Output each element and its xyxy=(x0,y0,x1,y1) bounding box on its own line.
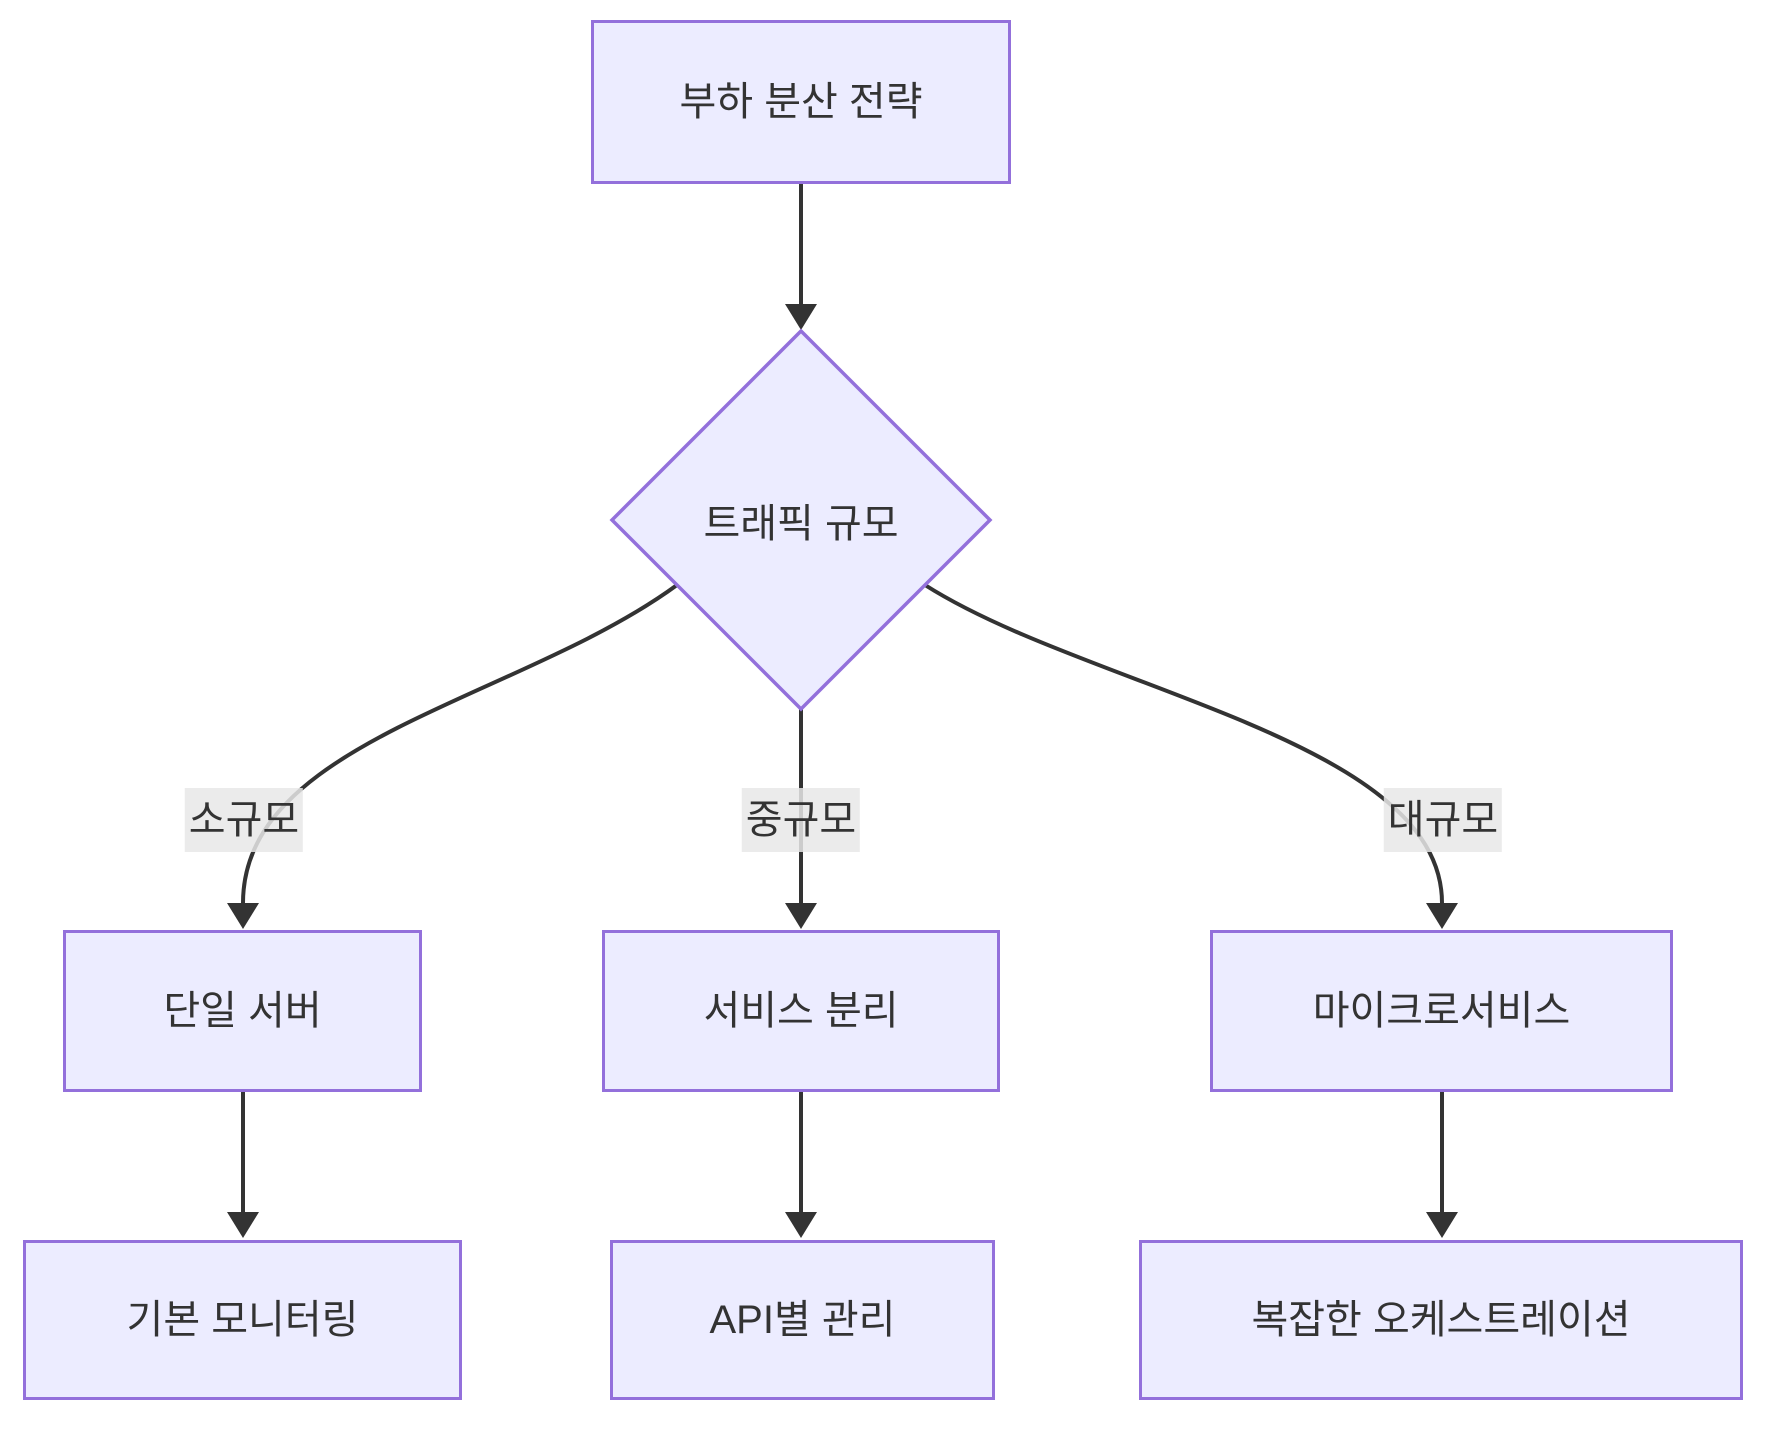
node-service-split: 서비스 분리 xyxy=(602,930,1000,1092)
node-complex-orchestration-label: 복잡한 오케스트레이션 xyxy=(1251,1298,1631,1342)
edge-decision-to-single-server xyxy=(241,583,679,904)
node-api-management: API별 관리 xyxy=(610,1240,995,1400)
arrowhead-decision-to-single-server xyxy=(227,903,259,929)
arrowhead-decision-to-microservices xyxy=(1426,903,1458,929)
node-basic-monitoring: 기본 모니터링 xyxy=(23,1240,462,1400)
node-root: 부하 분산 전략 xyxy=(591,20,1011,184)
node-microservices: 마이크로서비스 xyxy=(1210,930,1673,1092)
arrowhead-decision-to-service-split xyxy=(785,903,817,929)
node-decision-label: 트래픽 규모 xyxy=(703,502,899,546)
arrowhead-microservices-to-complex-orchestration xyxy=(1426,1212,1458,1238)
node-complex-orchestration: 복잡한 오케스트레이션 xyxy=(1139,1240,1743,1400)
node-microservices-label: 마이크로서비스 xyxy=(1312,989,1571,1033)
edge-label-medium: 중규모 xyxy=(741,788,861,852)
edge-label-large: 대규모 xyxy=(1383,788,1503,852)
node-single-server: 단일 서버 xyxy=(63,930,422,1092)
edge-label-small: 소규모 xyxy=(184,788,304,852)
node-decision-shape xyxy=(609,328,993,712)
arrowhead-root-to-decision xyxy=(785,304,817,330)
edge-decision-to-microservices xyxy=(923,583,1444,904)
arrowhead-service-split-to-api-management xyxy=(785,1212,817,1238)
node-api-management-label: API별 관리 xyxy=(709,1298,896,1342)
node-basic-monitoring-label: 기본 모니터링 xyxy=(126,1298,359,1342)
node-service-split-label: 서비스 분리 xyxy=(703,989,899,1033)
node-single-server-label: 단일 서버 xyxy=(163,989,322,1033)
node-decision-label-box: 트래픽 규모 xyxy=(651,488,951,552)
arrowhead-single-server-to-basic-monitoring xyxy=(227,1212,259,1238)
node-root-label: 부하 분산 전략 xyxy=(679,80,923,124)
